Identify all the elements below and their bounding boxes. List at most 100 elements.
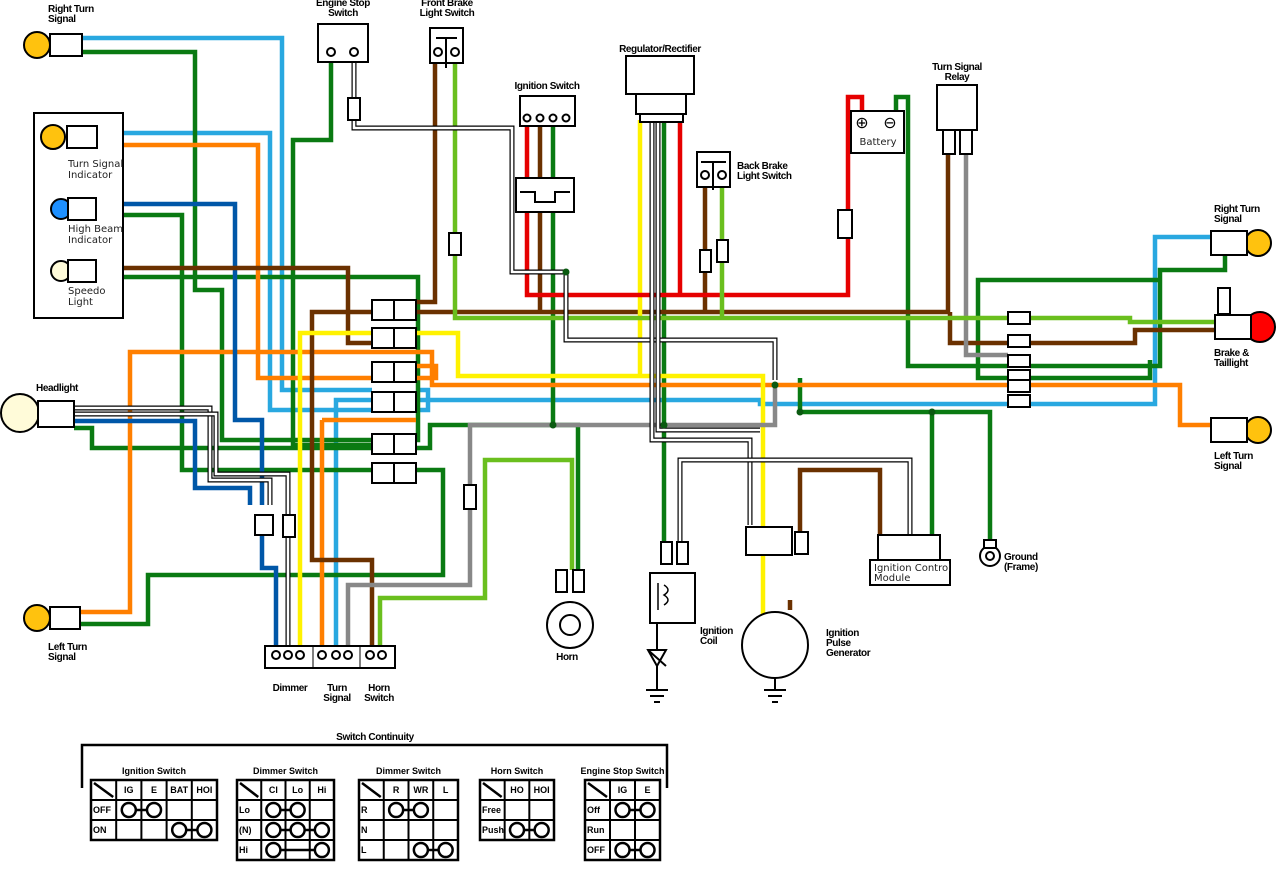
rear-brake-connector [699, 249, 712, 273]
wire-green [797, 378, 935, 540]
row-label: ON [93, 825, 107, 835]
wire-dark-blue [259, 535, 279, 648]
wire-light-green [377, 457, 575, 648]
continuity-terminal-icon [639, 841, 656, 859]
row-label: Run [587, 825, 605, 835]
brake-taillight-socket [1214, 314, 1252, 340]
turn-signal-relay [936, 84, 978, 131]
wire-light-blue [97, 130, 431, 413]
table-title: Dimmer Switch [376, 766, 441, 776]
ignition-connector [515, 177, 575, 213]
wire-orange [97, 142, 372, 381]
wire-green [932, 409, 993, 545]
ground-icon [764, 678, 786, 703]
junction-dot [660, 421, 668, 429]
wire-brown [405, 155, 951, 315]
dimmer-connector-2 [282, 514, 296, 538]
battery [850, 110, 905, 154]
ignition-control-module [869, 559, 951, 586]
wire-white [650, 120, 752, 525]
coil-connector [676, 541, 689, 565]
ground-lug [983, 539, 997, 549]
label-headlight: Headlight [36, 383, 79, 394]
wire-green [893, 94, 1008, 369]
diagonal [239, 782, 260, 798]
junction-dot [562, 268, 570, 276]
regulator-pins [639, 113, 684, 123]
wire-connector [371, 391, 395, 413]
dimmer-connector [254, 514, 274, 536]
ground-terminal-hole [985, 551, 995, 561]
wire-green [975, 277, 1160, 381]
wire-orange [416, 363, 439, 381]
headlight-socket [37, 400, 75, 428]
junction-dot [796, 408, 804, 416]
wire-brown [797, 467, 883, 555]
connector-detail [520, 191, 570, 203]
headlight-bulb-icon [0, 393, 40, 433]
table-title: Engine Stop Switch [580, 766, 664, 776]
wire-connector [393, 327, 417, 349]
wire-gray [345, 510, 473, 648]
table-title: Ignition Switch [122, 766, 186, 776]
continuity-terminal-icon [639, 801, 656, 819]
continuity-terminal-icon [120, 801, 138, 819]
wire-connector [371, 327, 395, 349]
switch-continuity-bracket [80, 743, 669, 788]
regulator-plug [635, 93, 687, 115]
wire-connector [371, 299, 395, 321]
terminal [561, 113, 571, 123]
row-label: Free [482, 805, 501, 815]
speedo-light-socket [67, 259, 97, 283]
left-turn-signal-front-bulb-icon [23, 604, 51, 632]
continuity-terminal-icon [412, 801, 430, 819]
right-turn-signal-front-socket [49, 33, 83, 57]
wire-light-green [1030, 315, 1215, 325]
row-label: Hi [239, 845, 248, 855]
horn-center [559, 614, 581, 636]
row-label: (N) [239, 825, 252, 835]
terminal [343, 650, 353, 660]
column-header: HOI [196, 785, 212, 795]
row-label: N [361, 825, 368, 835]
terminal [450, 47, 460, 57]
wire-white [656, 120, 760, 432]
rear-brake-connector-2 [716, 239, 729, 263]
table-title: Horn Switch [491, 766, 544, 776]
wire-dark-blue [97, 201, 265, 505]
column-header: E [151, 785, 157, 795]
terminal [535, 113, 545, 123]
horn-connector [555, 569, 568, 593]
wire-light-blue [333, 397, 1008, 648]
wire-green [290, 58, 372, 448]
wire-white [74, 412, 290, 515]
diagonal [482, 782, 503, 798]
junction-dot [928, 408, 936, 416]
column-header: HO [510, 785, 524, 795]
pulse-connector [745, 526, 793, 556]
column-header: BAT [170, 785, 188, 795]
pulse-connector-2 [794, 531, 809, 555]
continuity-terminal-icon [170, 821, 188, 839]
coil-connector [660, 541, 673, 565]
terminal [365, 650, 375, 660]
left-turn-signal-front-socket [49, 606, 81, 630]
wire-connector [1007, 334, 1031, 348]
wire-connector [393, 361, 417, 383]
pulse-generator-icon [741, 611, 809, 679]
right-turn-signal-front-bulb-icon [23, 31, 51, 59]
regulator-rectifier [625, 55, 695, 95]
